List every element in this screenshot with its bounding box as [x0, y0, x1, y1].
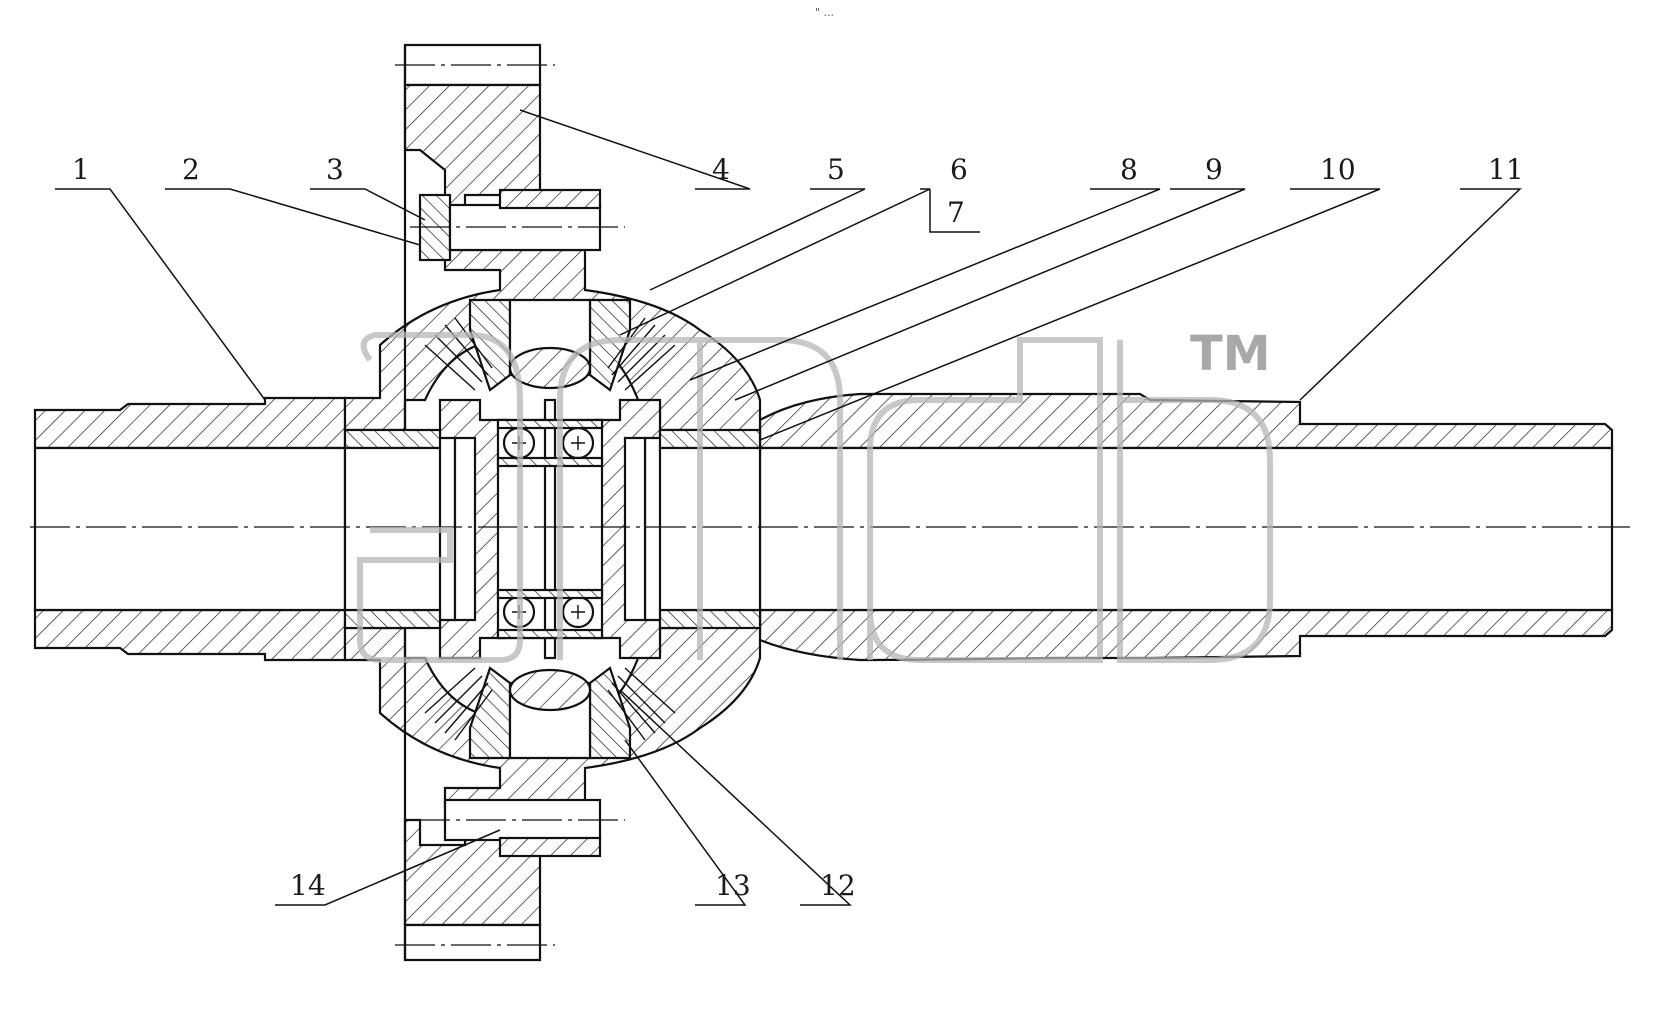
differential-pinions: [424, 298, 676, 760]
leader-lines: [55, 109, 1522, 906]
right-half-shaft: [758, 392, 1614, 662]
callout-4: 4: [712, 153, 730, 186]
left-half-shaft: [33, 396, 347, 662]
callout-13: 13: [715, 869, 751, 902]
callout-5: 5: [827, 153, 845, 186]
corner-mark: " ...: [815, 6, 834, 19]
watermark-trademark: TM: [1190, 326, 1271, 382]
callout-11: 11: [1488, 153, 1524, 186]
callout-7: 7: [947, 196, 965, 229]
callout-14: 14: [290, 869, 326, 902]
lower-bolt: [410, 798, 625, 858]
callout-2: 2: [182, 153, 200, 186]
callout-1: 1: [72, 153, 90, 186]
callout-3: 3: [326, 153, 344, 186]
callout-9: 9: [1205, 153, 1223, 186]
callout-12: 12: [820, 869, 856, 902]
callout-labels: 1 2 3 4 5 6 7 8 9 10 11 12 13 14: [72, 153, 1524, 902]
side-gears: [438, 398, 662, 660]
center-bearings: [496, 398, 604, 660]
callout-6: 6: [950, 153, 968, 186]
watermark-logo: TM: [357, 326, 1273, 663]
upper-bolt: [410, 188, 625, 262]
callout-8: 8: [1120, 153, 1138, 186]
callout-10: 10: [1320, 153, 1356, 186]
